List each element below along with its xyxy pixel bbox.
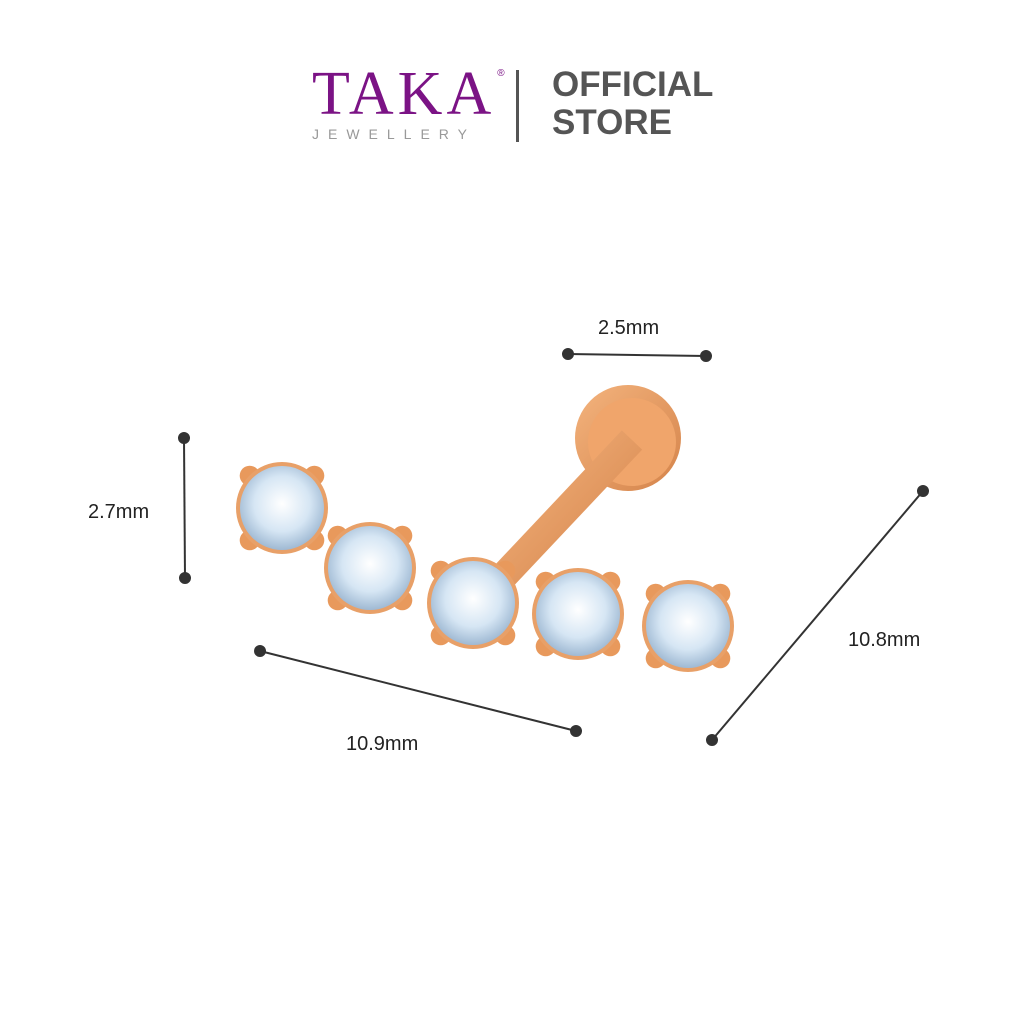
stone-gem bbox=[240, 466, 324, 550]
brand-logo: TAKA® JEWELLERY bbox=[312, 60, 505, 142]
stone-gem bbox=[431, 561, 515, 645]
stone-gem bbox=[646, 584, 730, 668]
stone bbox=[324, 522, 416, 614]
stone bbox=[236, 462, 328, 554]
brand-name-row: TAKA® bbox=[312, 60, 505, 128]
brand-subtitle: JEWELLERY bbox=[312, 126, 476, 142]
dimension-lines bbox=[178, 348, 929, 746]
brand-name: TAKA bbox=[312, 60, 496, 128]
diagonal-label: 10.8mm bbox=[848, 629, 920, 651]
stone-gem bbox=[328, 526, 412, 610]
stone bbox=[642, 580, 734, 672]
store-line-1: OFFICIAL bbox=[552, 65, 714, 104]
store-line-2: STORE bbox=[552, 103, 672, 142]
length-label: 10.9mm bbox=[346, 733, 418, 755]
earring-stones bbox=[236, 462, 734, 672]
registered-mark: ® bbox=[497, 68, 505, 79]
stone bbox=[427, 557, 519, 649]
stone-height-label: 2.7mm bbox=[88, 501, 149, 523]
stone-gem bbox=[536, 572, 620, 656]
earring-post bbox=[489, 430, 643, 590]
stone bbox=[532, 568, 624, 660]
head-diameter-label: 2.5mm bbox=[598, 317, 659, 339]
logo-divider bbox=[516, 70, 519, 142]
official-store-label: OFFICIAL STORE bbox=[552, 66, 713, 142]
